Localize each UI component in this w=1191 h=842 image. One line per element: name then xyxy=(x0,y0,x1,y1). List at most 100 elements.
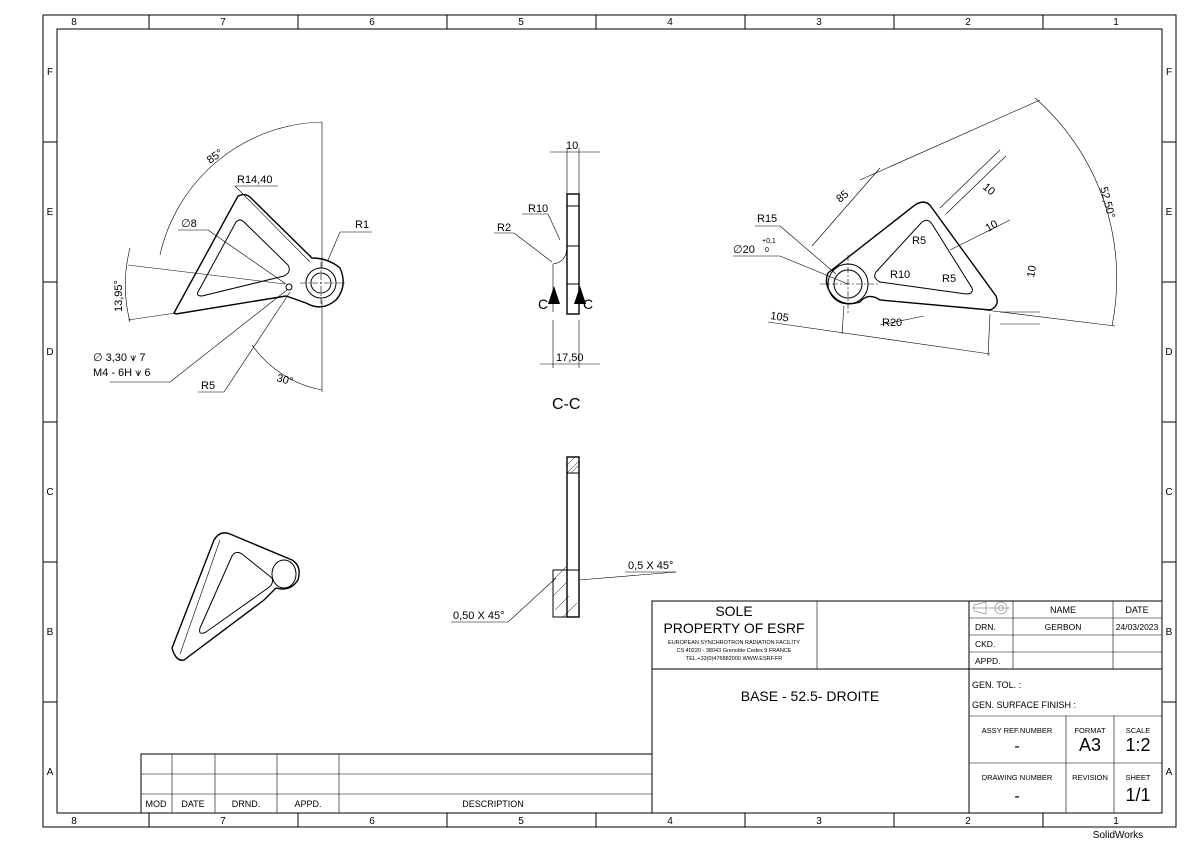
revision-label: REVISION xyxy=(1072,773,1108,782)
drawing-number-value: - xyxy=(1014,788,1019,805)
section-body xyxy=(566,193,580,315)
projection-symbol-icon xyxy=(972,601,1010,615)
dim-angle-52-50: 52,50° xyxy=(1097,186,1117,220)
row-labels-right: F E D C B A xyxy=(1165,67,1172,778)
hole-callout-line2: M4 - 6H ⩛ 6 xyxy=(93,367,151,379)
sheet-value: 1/1 xyxy=(1125,785,1150,805)
section-label: C-C xyxy=(552,396,580,413)
rev-header-date: DATE xyxy=(181,799,204,809)
col-label: 1 xyxy=(1113,816,1119,827)
col-label: 6 xyxy=(369,17,375,28)
row-ticks xyxy=(43,141,1176,703)
col-label: 5 xyxy=(518,816,524,827)
iso-inner-pocket xyxy=(199,551,273,634)
company-line5: TEL.+33(0)476882000 WWW.ESRF.FR xyxy=(686,656,782,662)
dim-thickness-10a: 10 xyxy=(980,181,997,198)
outer-border xyxy=(42,14,1177,828)
dim-r5b: R5 xyxy=(942,273,956,285)
isometric-view xyxy=(171,532,300,661)
dim-r14-40: R14,40 xyxy=(237,174,272,186)
dim-dia20-tol-low: 0 xyxy=(765,247,769,254)
dim-width-17-50: 17,50 xyxy=(556,352,584,364)
row-labels-left: F E D C B A xyxy=(46,67,53,778)
row-label: E xyxy=(47,207,54,218)
row-label: D xyxy=(1165,347,1172,358)
col-label: 7 xyxy=(220,17,226,28)
row-label: A xyxy=(1166,767,1173,778)
lower-section-body xyxy=(566,456,580,618)
col-label: 8 xyxy=(71,17,77,28)
col-label: 7 xyxy=(220,816,226,827)
row-label: D xyxy=(46,347,53,358)
format-label: FORMAT xyxy=(1074,726,1106,735)
dim-r1: R1 xyxy=(355,219,369,231)
rev-header-appd: APPD. xyxy=(294,799,321,809)
ckd-label: CKD. xyxy=(975,639,995,649)
col-label: 2 xyxy=(965,816,971,827)
software-footer: SolidWorks xyxy=(1093,830,1143,841)
rev-header-description: DESCRIPTION xyxy=(462,799,524,809)
col-label: 3 xyxy=(816,17,822,28)
row-label: C xyxy=(1165,487,1172,498)
drn-name: GERBON xyxy=(1045,622,1082,632)
dim-r10: R10 xyxy=(528,203,548,215)
cut-arrow-left xyxy=(548,286,560,304)
front-view: 85° R14,40 R1 ∅8 13,95° ∅ 3,30 ⩛ 7 M4 - … xyxy=(93,121,372,393)
dim-thickness-10b: 10 xyxy=(984,218,1001,235)
col-label: 2 xyxy=(965,17,971,28)
col-label: 5 xyxy=(518,17,524,28)
cut-label-left: C xyxy=(538,296,548,312)
dim-r2: R2 xyxy=(497,222,511,234)
section-view: 10 R10 R2 C C 17,50 C-C xyxy=(494,140,600,413)
front-part-outline xyxy=(173,193,344,315)
dim-r15: R15 xyxy=(757,213,777,225)
front-inner-pocket xyxy=(197,219,290,297)
dim-r5a: R5 xyxy=(912,235,926,247)
hole-callout-line1: ∅ 3,30 ⩛ 7 xyxy=(93,352,145,364)
date-header: DATE xyxy=(1125,605,1148,615)
scale-label: SCALE xyxy=(1126,726,1151,735)
iso-bore xyxy=(271,559,297,589)
cut-label-right: C xyxy=(583,296,593,312)
rev-header-mod: MOD xyxy=(146,799,167,809)
row-label: C xyxy=(46,487,53,498)
dim-width-10: 10 xyxy=(566,140,578,152)
column-labels-top: 8 7 6 5 4 3 2 1 xyxy=(71,17,1119,28)
col-label: 8 xyxy=(71,816,77,827)
dim-arc-85 xyxy=(159,121,323,256)
row-label: F xyxy=(47,67,53,78)
right-inner-pocket xyxy=(874,219,973,295)
company-line2: PROPERTY OF ESRF xyxy=(663,620,804,636)
dim-angle-13-95: 13,95° xyxy=(113,280,125,312)
name-header: NAME xyxy=(1050,605,1076,615)
column-ticks xyxy=(148,15,1044,827)
col-label: 4 xyxy=(667,17,673,28)
col-label: 3 xyxy=(816,816,822,827)
dim-dia20-tol-up: +0,1 xyxy=(762,238,776,245)
dim-arc-52-50 xyxy=(1034,97,1118,327)
row-label: B xyxy=(1166,627,1173,638)
cut-arrow-right xyxy=(574,286,586,304)
col-label: 4 xyxy=(667,816,673,827)
front-tapped-hole xyxy=(285,283,293,291)
appd-label: APPD. xyxy=(975,656,1001,666)
drawing-number-label: DRAWING NUMBER xyxy=(982,773,1053,782)
dim-r20: R20 xyxy=(882,317,902,329)
front-bore-inner xyxy=(310,272,332,294)
drn-date: 24/03/2023 xyxy=(1116,622,1159,632)
title-block: SOLE PROPERTY OF ESRF EUROPEAN SYNCHROTR… xyxy=(651,600,1163,814)
right-view: 85 10 10 10 52,50° R15 R5 R10 R5 ∅20 +0,… xyxy=(733,97,1118,357)
iso-part-outline xyxy=(171,532,300,661)
chamfer-label-1: 0,5 X 45° xyxy=(628,560,673,572)
format-value: A3 xyxy=(1079,735,1101,755)
company-line1: SOLE xyxy=(715,603,752,619)
drn-label: DRN. xyxy=(975,622,996,632)
dim-angle-85: 85° xyxy=(205,147,226,166)
col-label: 6 xyxy=(369,816,375,827)
sheet-label: SHEET xyxy=(1125,773,1150,782)
row-label: B xyxy=(47,627,54,638)
company-line4: CS 40220 - 38043 Grenoble Cedex 9 FRANCE xyxy=(677,648,792,654)
company-line3: EUROPEAN SYNCHROTRON RADIATION FACILITY xyxy=(668,640,800,646)
row-label: F xyxy=(1166,67,1172,78)
